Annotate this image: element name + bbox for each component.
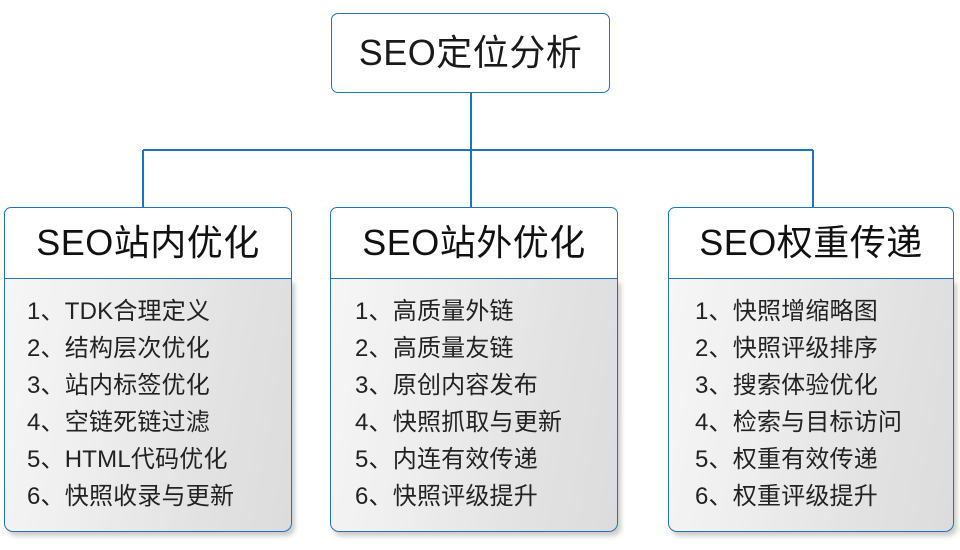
list-item: 4、空链死链过滤 bbox=[27, 409, 210, 436]
list-item: 6、快照评级提升 bbox=[355, 483, 538, 510]
branch-header-1[interactable]: SEO站内优化 bbox=[4, 207, 292, 279]
list-item: 4、检索与目标访问 bbox=[695, 409, 903, 436]
branch-body-1: 1、TDK合理定义 2、结构层次优化 3、站内标签优化 4、空链死链过滤 5、H… bbox=[4, 279, 292, 532]
branch-item-list-2: 1、高质量外链 2、高质量友链 3、原创内容发布 4、快照抓取与更新 5、内连有… bbox=[331, 293, 617, 515]
branch-header-label-3: SEO权重传递 bbox=[699, 222, 923, 263]
branch-header-label-2: SEO站外优化 bbox=[362, 222, 586, 263]
branch-body-3: 1、快照增缩略图 2、快照评级排序 3、搜索体验优化 4、检索与目标访问 5、权… bbox=[668, 279, 954, 532]
branch-header-3[interactable]: SEO权重传递 bbox=[668, 207, 954, 279]
list-item: 5、内连有效传递 bbox=[355, 446, 538, 473]
list-item: 5、权重有效传递 bbox=[695, 446, 878, 473]
list-item: 6、权重评级提升 bbox=[695, 483, 878, 510]
branch-item-list-3: 1、快照增缩略图 2、快照评级排序 3、搜索体验优化 4、检索与目标访问 5、权… bbox=[669, 293, 953, 515]
list-item: 1、高质量外链 bbox=[355, 298, 514, 325]
root-node[interactable]: SEO定位分析 bbox=[331, 13, 610, 93]
list-item: 3、原创内容发布 bbox=[355, 372, 538, 399]
branch-column-1: SEO站内优化 1、TDK合理定义 2、结构层次优化 3、站内标签优化 4、空链… bbox=[4, 207, 292, 532]
branch-header-2[interactable]: SEO站外优化 bbox=[330, 207, 618, 279]
list-item: 4、快照抓取与更新 bbox=[355, 409, 563, 436]
branch-column-3: SEO权重传递 1、快照增缩略图 2、快照评级排序 3、搜索体验优化 4、检索与… bbox=[668, 207, 954, 532]
branch-body-2: 1、高质量外链 2、高质量友链 3、原创内容发布 4、快照抓取与更新 5、内连有… bbox=[330, 279, 618, 532]
list-item: 5、HTML代码优化 bbox=[27, 446, 228, 473]
list-item: 3、搜索体验优化 bbox=[695, 372, 878, 399]
list-item: 2、结构层次优化 bbox=[27, 335, 210, 362]
list-item: 2、高质量友链 bbox=[355, 335, 514, 362]
branch-column-2: SEO站外优化 1、高质量外链 2、高质量友链 3、原创内容发布 4、快照抓取与… bbox=[330, 207, 618, 532]
root-node-label: SEO定位分析 bbox=[358, 32, 583, 73]
list-item: 6、快照收录与更新 bbox=[27, 483, 235, 510]
list-item: 3、站内标签优化 bbox=[27, 372, 210, 399]
list-item: 1、快照增缩略图 bbox=[695, 298, 878, 325]
list-item: 1、TDK合理定义 bbox=[27, 298, 211, 325]
list-item: 2、快照评级排序 bbox=[695, 335, 878, 362]
branch-header-label-1: SEO站内优化 bbox=[36, 222, 260, 263]
branch-item-list-1: 1、TDK合理定义 2、结构层次优化 3、站内标签优化 4、空链死链过滤 5、H… bbox=[5, 293, 291, 515]
